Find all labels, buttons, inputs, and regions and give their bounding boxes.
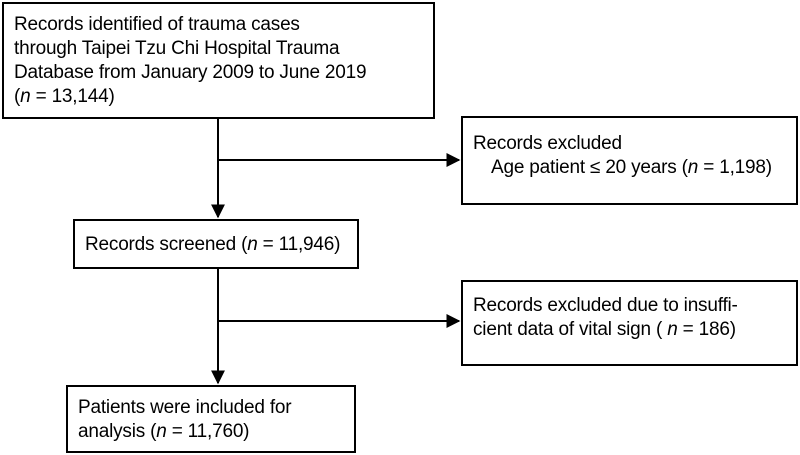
identified-count-value: = 13,144) [30, 86, 115, 107]
excluded-vital-line-2: cient data of vital sign ( n = 186) [473, 318, 796, 342]
identified-line-2: through Taipei Tzu Chi Hospital Trauma [14, 38, 340, 59]
included-value: = 11,760) [166, 421, 250, 442]
included-line-2: analysis (n = 11,760) [78, 420, 354, 444]
excluded-vital-line-2-text: cient data of vital sign ( [473, 319, 668, 340]
records-excluded-vital-box: Records excluded due to insuffi- cient d… [461, 280, 798, 366]
excluded-age-title: Records excluded [473, 133, 622, 154]
screened-label: Records screened ( [85, 234, 248, 255]
included-var: n [156, 421, 167, 442]
records-identified-box: Records identified of trauma cases throu… [2, 2, 435, 119]
excluded-vital-value: = 186) [677, 319, 736, 340]
records-screened-box: Records screened (n = 11,946) [73, 219, 359, 269]
excluded-age-detail: Age patient ≤ 20 years (n = 1,198) [473, 156, 796, 180]
excluded-vital-line-1: Records excluded due to insuffi- [473, 295, 738, 316]
identified-count-var: n [20, 86, 31, 107]
included-line-1: Patients were included for [78, 397, 292, 418]
included-line-2-text: analysis ( [78, 421, 157, 442]
identified-count-open: ( [14, 86, 21, 107]
records-excluded-age-box: Records excluded Age patient ≤ 20 years … [461, 116, 798, 205]
screened-text: Records screened (n = 11,946) [85, 233, 357, 257]
excluded-age-var: n [687, 157, 699, 178]
identified-line-1: Records identified of trauma cases [14, 14, 300, 35]
identified-count: (n = 13,144) [14, 85, 433, 109]
patients-included-box: Patients were included for analysis (n =… [66, 385, 356, 453]
excluded-vital-var: n [667, 319, 678, 340]
excluded-age-detail-text: Age patient ≤ 20 years ( [491, 157, 688, 178]
identified-line-3: Database from January 2009 to June 2019 [14, 62, 367, 83]
screened-var: n [247, 234, 258, 255]
excluded-age-value: = 1,198) [698, 157, 772, 178]
screened-value: = 11,946) [257, 234, 341, 255]
